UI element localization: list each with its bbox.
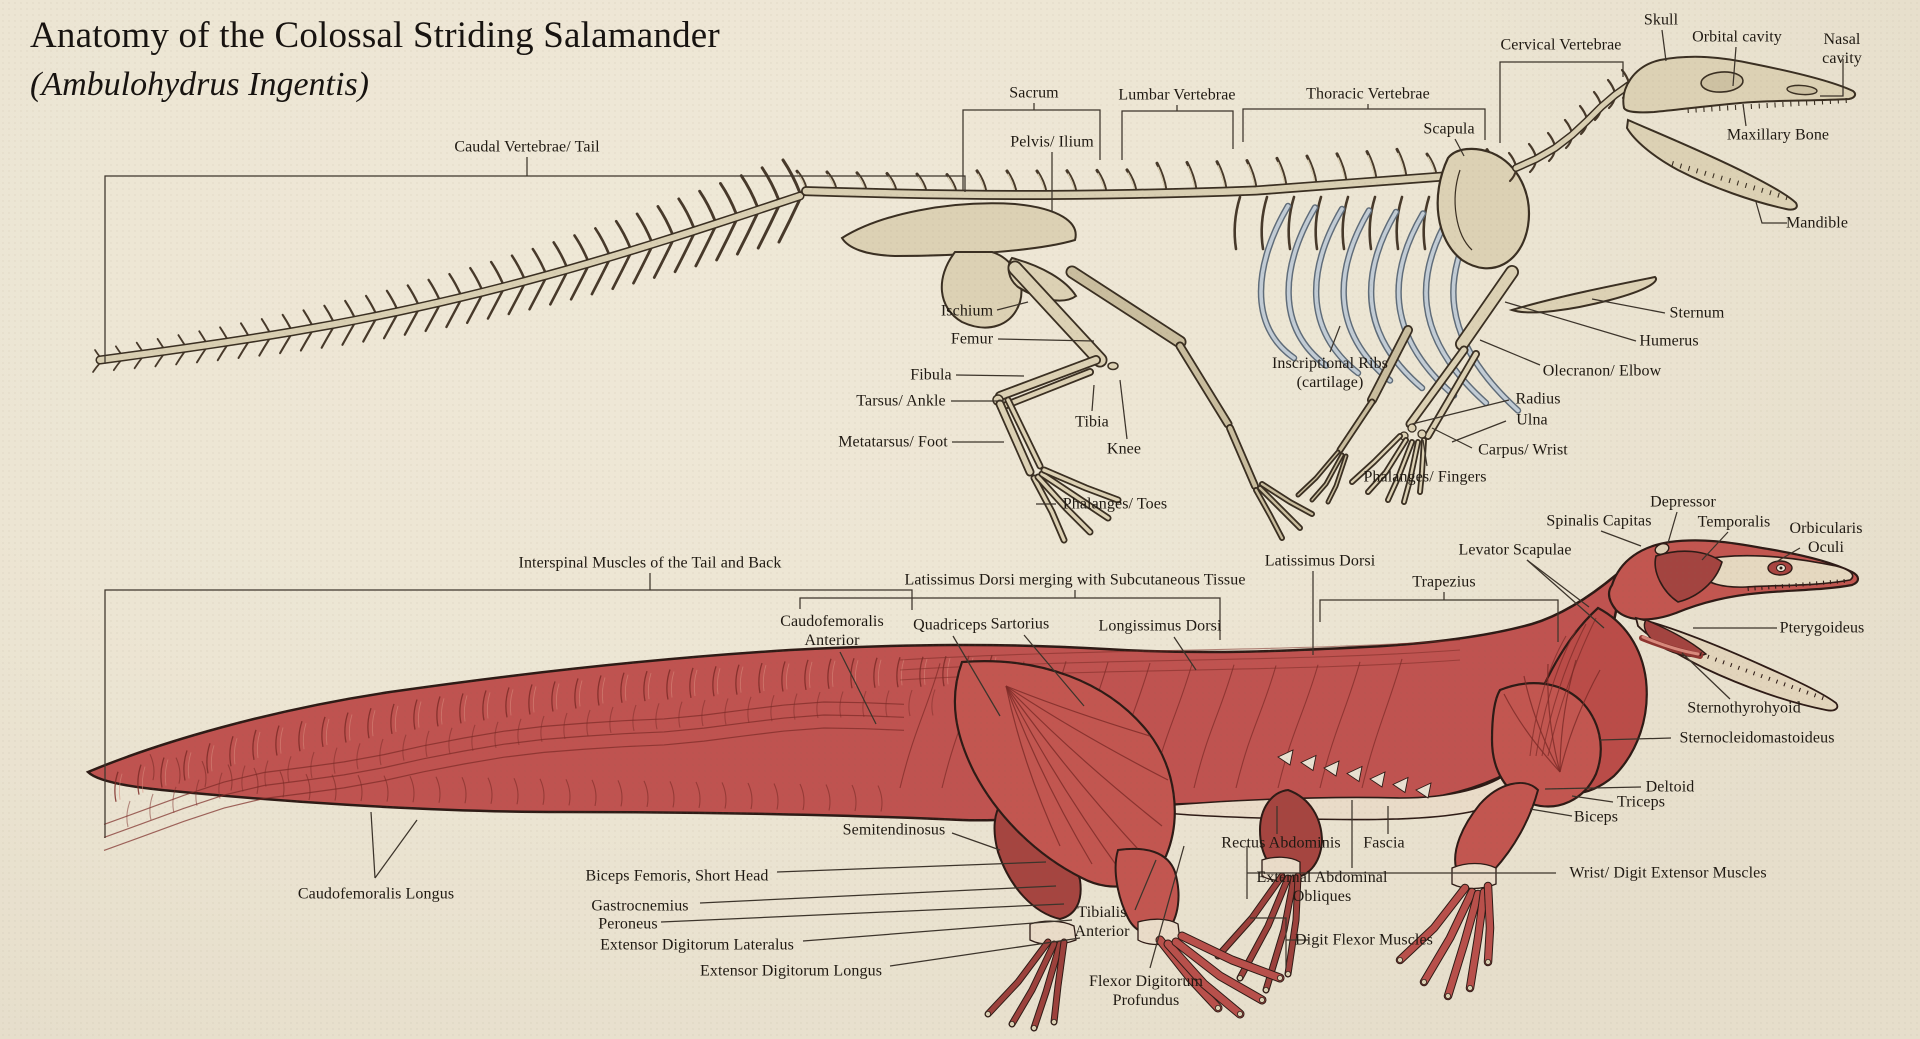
scapula-bone — [1436, 147, 1531, 270]
body-silhouette — [85, 572, 1619, 822]
skull-bones — [1622, 55, 1857, 211]
far-hindlimb-muscles — [993, 800, 1082, 946]
oblique-serrations — [1277, 749, 1432, 799]
musculature-illustration — [85, 539, 1860, 1032]
trunk-vertebrae-bones — [795, 147, 1501, 200]
cervical-vertebrae-bones — [1507, 68, 1633, 183]
skeleton-illustration — [92, 55, 1857, 544]
leader-lines — [104, 29, 1844, 969]
sternum-bone — [1508, 275, 1658, 314]
muscle-head — [1607, 539, 1860, 712]
shoulder-neck-striations — [1503, 617, 1601, 773]
title-block: Anatomy of the Colossal Striding Salaman… — [30, 14, 720, 104]
caudal-vertebrae-bones — [92, 158, 805, 373]
far-forelimb-muscles — [1258, 788, 1324, 882]
page-title: Anatomy of the Colossal Striding Salaman… — [30, 15, 720, 56]
page-subtitle: (Ambulohydrus Ingentis) — [30, 66, 370, 103]
teeth-detail — [1671, 97, 1847, 201]
limb-bones — [992, 260, 1519, 544]
tail-striations — [103, 655, 997, 852]
muscle-teeth — [1699, 578, 1845, 701]
muscle-digits — [984, 872, 1495, 1032]
thigh-striations — [1005, 685, 1169, 877]
pelvis-bones — [840, 202, 1078, 329]
shin-muscles — [1114, 847, 1181, 946]
